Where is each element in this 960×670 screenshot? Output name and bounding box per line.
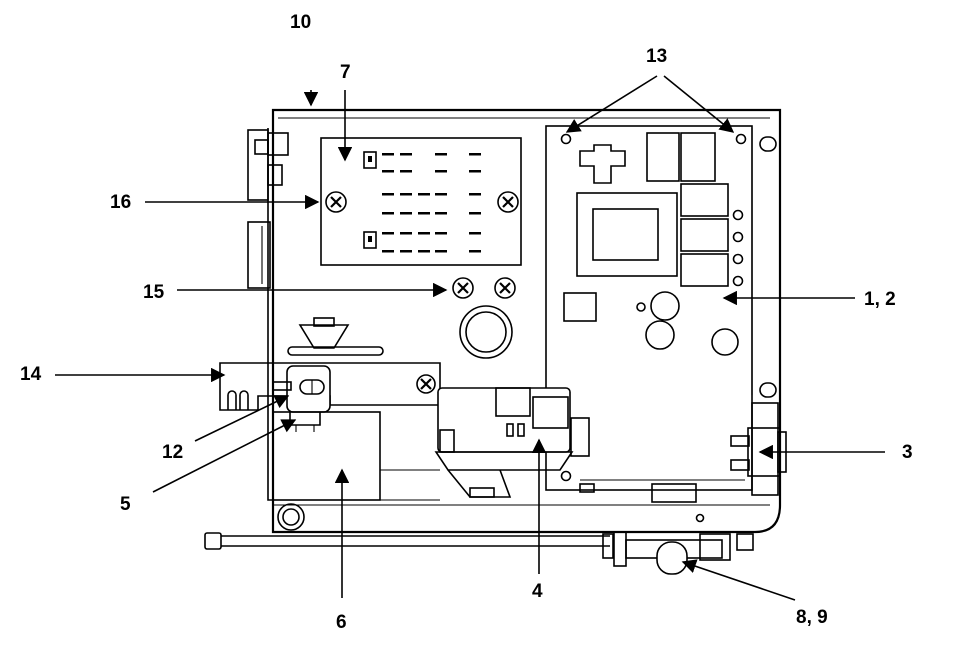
bracket-assembly (219, 317, 441, 432)
callout-6: 6 (336, 612, 347, 633)
callout-10: 10 (290, 12, 311, 33)
callout-13: 13 (646, 46, 667, 67)
bottom-rod (204, 513, 754, 575)
lower-block (272, 411, 440, 531)
upper-plate (320, 137, 522, 266)
callout-16: 16 (110, 192, 131, 213)
callout-15: 15 (143, 282, 165, 303)
connector (730, 402, 787, 496)
callout-8-9: 8, 9 (796, 607, 828, 628)
callout-14: 14 (20, 364, 42, 385)
callout-4: 4 (532, 581, 543, 602)
chassis (247, 108, 782, 534)
callout-12: 12 (162, 442, 183, 463)
callout-labels: 10 7 13 16 15 1, 2 14 12 5 3 6 4 8, 9 (20, 12, 913, 633)
callout-5: 5 (120, 494, 131, 515)
leader-lines (55, 75, 885, 601)
callout-3: 3 (902, 442, 913, 463)
callout-7: 7 (340, 62, 351, 83)
callout-1-2: 1, 2 (864, 289, 896, 310)
mid-screws (452, 277, 516, 359)
relay-component (434, 387, 745, 503)
circuit-board (545, 125, 753, 491)
